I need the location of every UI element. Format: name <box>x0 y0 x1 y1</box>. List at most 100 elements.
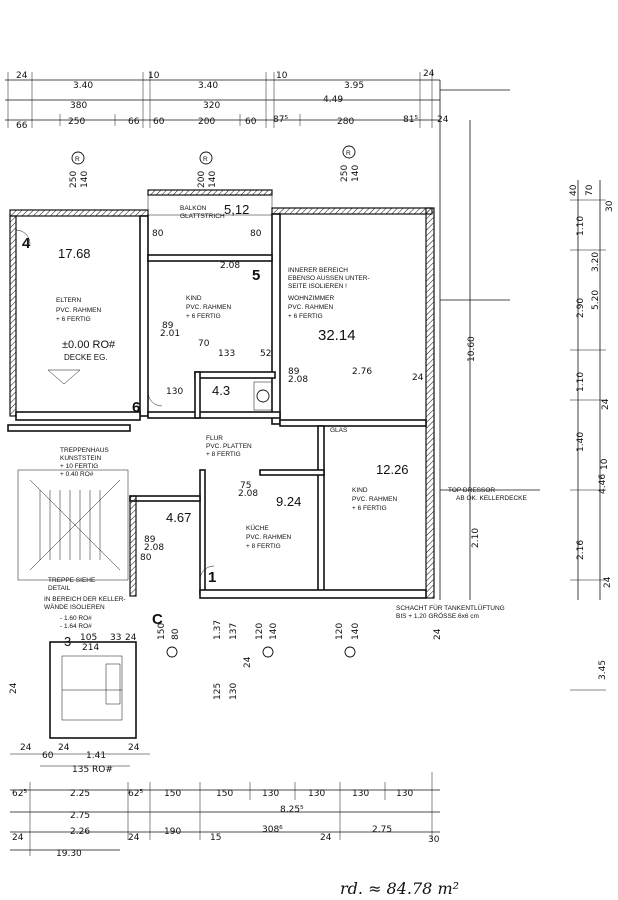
inner-dim-5: 2.08 <box>220 261 240 271</box>
right-dim-4: 1.10 <box>576 216 586 236</box>
room-eltern: 17.68 ELTERN PVC. RAHMEN + 6 FERTIG ±0.0… <box>56 246 116 362</box>
inner-dim-27: 130 <box>229 683 239 700</box>
room-treppenhaus-spec2: + 10 FERTIG <box>60 463 98 470</box>
room-kind2-area: 12.26 <box>376 462 409 477</box>
room-eltern-level: ±0.00 RO# <box>62 339 116 351</box>
note-schacht2: BIS + 1.20 GRÖSSE 6x6 cm <box>396 612 479 620</box>
room-kind2-spec2: + 6 FERTIG <box>352 505 387 512</box>
window-height-6: 140 <box>351 165 361 182</box>
inner-dim-23: 140 <box>269 623 279 640</box>
stair-dim-2: 33 <box>110 633 121 643</box>
note-decke2: AB OK. KELLERDECKE <box>456 495 527 502</box>
inner-dim-20: 137 <box>229 623 239 640</box>
note-level3: - 1.64 RO# <box>60 623 92 630</box>
right-dim-18: 24 <box>433 628 443 640</box>
room-kind1-spec1: PVC. RAHMEN <box>186 304 231 311</box>
stair-dim-3: 24 <box>125 633 137 643</box>
stair-dim-4: 214 <box>82 643 99 653</box>
room-wohnen-note3: SEITE ISOLIEREN ! <box>288 283 347 290</box>
room-balkon-name: BALKON <box>180 205 207 212</box>
note-decke1: TOP DRESSOR <box>448 487 495 494</box>
top-dim-row2-2: 320 <box>203 101 220 111</box>
window-marker-2: R <box>203 156 208 163</box>
inner-dim-25: 80 <box>171 628 181 640</box>
inner-dim-2: 80 <box>250 229 262 239</box>
window-markers: R R R 250 140 200 140 250 140 <box>69 145 361 188</box>
top-dim-1: 24 <box>16 71 28 81</box>
room-wohnen-spec1: PVC. RAHMEN <box>288 304 333 311</box>
bottom-dim-row2-2: 8.25⁵ <box>280 805 304 815</box>
inner-dim-17: 2.08 <box>144 543 164 553</box>
bottom-dim-4: 150 <box>164 789 181 799</box>
room-kind1-name: KIND <box>186 295 202 302</box>
room-flur: FLUR PVC. PLATTEN + 8 FERTIG GLAS <box>206 427 348 458</box>
bottom-dim-row3-5: 15 <box>210 833 221 843</box>
note-bereich2: WÄNDE ISOLIEREN <box>44 603 105 611</box>
right-dim-11: 4.46 <box>598 474 608 494</box>
bottom-dim-7: 130 <box>308 789 325 799</box>
inner-dim-22: 120 <box>255 623 265 640</box>
section-markers: 4 6 1 C 3 <box>22 235 216 649</box>
window-marker-3: R <box>346 150 351 157</box>
bottom-dim-6: 130 <box>262 789 279 799</box>
stair-dim-9: 1.41 <box>86 751 106 761</box>
room-kueche-name: KÜCHE <box>246 524 269 532</box>
room-wohnen-spec2: + 6 FERTIG <box>288 313 323 320</box>
right-dim-16: 24 <box>603 576 613 588</box>
room-eltern-area: 17.68 <box>58 246 91 261</box>
inner-dim-19: 1.37 <box>213 620 223 640</box>
stair-dim-10: 24 <box>128 743 140 753</box>
room-treppenhaus-spec1: KUNSTSTEIN <box>60 455 101 462</box>
stair-dim-8: 24 <box>58 743 70 753</box>
inner-dim-3: 89 <box>162 321 174 331</box>
inner-dim-14: 75 <box>240 481 251 491</box>
room-kueche: 9.24 KÜCHE PVC. RAHMEN + 8 FERTIG <box>246 494 301 550</box>
room-kind1: 5 KIND PVC. RAHMEN + 6 FERTIG <box>186 267 260 320</box>
marker-three: 3 <box>64 634 71 649</box>
right-dim-2: 70 <box>585 184 595 196</box>
top-dim-row2-3: 4.49 <box>323 95 343 105</box>
inner-dim-11: 2.08 <box>288 375 308 385</box>
top-dim-6: 3.95 <box>344 81 364 91</box>
top-dim-5: 10 <box>276 71 288 81</box>
top-dim-row3-3: 66 <box>128 117 140 127</box>
right-dim-8: 1.10 <box>576 372 586 392</box>
top-dim-row3-2: 250 <box>68 117 85 127</box>
marker-six: 6 <box>132 399 140 416</box>
bottom-dim-row3-2: 2.26 <box>70 827 90 837</box>
bottom-dim-row3-1: 24 <box>12 833 24 843</box>
inner-dimensions: 80 80 89 2.01 2.08 70 133 52 130 89 2.08… <box>140 229 424 700</box>
window-marker-1: R <box>75 156 80 163</box>
stair-dim-7: 60 <box>42 751 54 761</box>
top-dim-row3-10: 24 <box>437 115 449 125</box>
inner-dim-8: 52 <box>260 349 271 359</box>
top-dim-row3-1: 66 <box>16 121 28 131</box>
marker-one: 1 <box>208 569 216 586</box>
room-eltern-floor: DECKE EG. <box>64 353 108 362</box>
room-kind2-spec1: PVC. RAHMEN <box>352 496 397 503</box>
right-dimension-chain: 40 70 30 1.10 3.20 2.90 5.20 1.10 24 1.4… <box>433 120 615 691</box>
note-treppe: TREPPE SIEHE <box>48 577 96 584</box>
window-height-4: 140 <box>208 171 218 188</box>
right-dim-10: 1.40 <box>576 432 586 452</box>
room-kueche-area: 9.24 <box>276 494 301 509</box>
inner-dim-28: 120 <box>335 623 345 640</box>
room-treppenhaus: TREPPENHAUS KUNSTSTEIN + 10 FERTIG + 0.4… <box>60 447 109 478</box>
bottom-dim-5: 150 <box>216 789 233 799</box>
room-treppenhaus-spec3: + 0.40 RO# <box>60 471 94 478</box>
room-kind1-number: 5 <box>252 267 260 284</box>
window-height-1: 250 <box>69 171 79 188</box>
room-kind2: 12.26 KIND PVC. RAHMEN + 6 FERTIG <box>352 462 409 512</box>
right-dim-1: 40 <box>569 184 579 196</box>
inner-dim-18: 80 <box>140 553 152 563</box>
right-dim-5: 3.20 <box>591 252 601 272</box>
room-wohnen-name: WOHNZIMMER <box>288 295 335 302</box>
note-detail: DETAIL <box>48 585 71 592</box>
room-flur-spec1: PVC. PLATTEN <box>206 443 252 450</box>
window-height-2: 140 <box>80 171 90 188</box>
stair-dim-11: 135 RO# <box>72 765 113 775</box>
inner-dim-26: 125 <box>213 683 223 700</box>
bottom-dimension-chains: 62⁵ 2.25 62⁵ 150 150 130 130 130 130 2.7… <box>10 772 440 859</box>
inner-dim-15: 2.08 <box>238 489 258 499</box>
right-dim-13: 2.16 <box>576 540 586 560</box>
